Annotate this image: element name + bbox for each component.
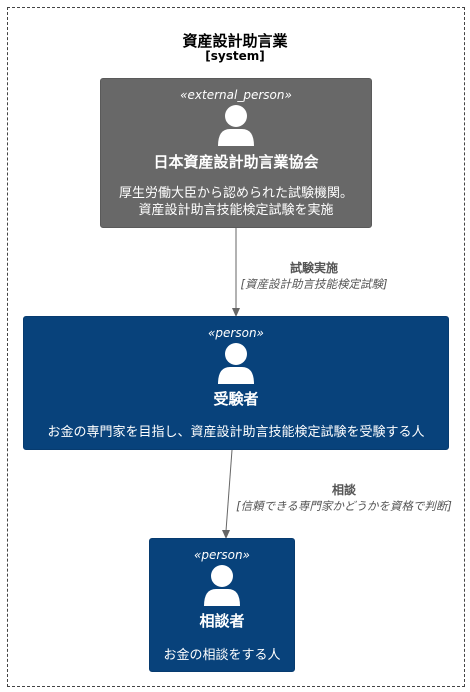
- node-stereotype: «person»: [194, 548, 250, 562]
- node-stereotype: «external_person»: [180, 88, 292, 102]
- person-icon: [204, 565, 240, 606]
- person-icon: [218, 105, 254, 146]
- node-name: 受験者: [213, 390, 259, 408]
- edge-technology: [資産設計助言技能検定試験]: [240, 277, 388, 291]
- node-stereotype: «person»: [208, 326, 264, 340]
- edge-technology: [信頼できる専門家かどうかを資格で判断]: [236, 499, 452, 513]
- node-association: «external_person» 日本資産設計助言業協会 厚生労働大臣から認め…: [100, 78, 372, 228]
- node-consultant: «person» 相談者 お金の相談をする人: [149, 538, 295, 672]
- person-icon: [218, 343, 254, 384]
- edge-label: 試験実施: [289, 261, 338, 275]
- edge-label-consult: 相談 [信頼できる専門家かどうかを資格で判断]: [228, 481, 460, 514]
- edge-label: 相談: [331, 483, 356, 497]
- node-name: 日本資産設計助言業協会: [153, 153, 319, 171]
- arrowhead-consult: [222, 530, 230, 539]
- node-description-line: お金の専門家を目指し、資産設計助言技能検定試験を受験する人: [47, 425, 425, 440]
- arrowhead-exam: [232, 308, 240, 317]
- arrow-consult: [225, 449, 233, 532]
- node-description-line: 厚生労働大臣から認められた試験機関。: [118, 186, 353, 201]
- node-examinee: «person» 受験者 お金の専門家を目指し、資産設計助言技能検定試験を受験す…: [23, 316, 449, 450]
- node-description-line: 資産設計助言技能検定試験を実施: [138, 203, 334, 218]
- boundary-type: [system]: [205, 49, 265, 63]
- node-description-line: お金の相談をする人: [163, 648, 281, 663]
- system-boundary: [7, 7, 465, 687]
- edge-label-exam: 試験実施 [資産設計助言技能検定試験]: [214, 259, 414, 292]
- boundary-title: 資産設計助言業: [182, 32, 288, 50]
- node-name: 相談者: [199, 612, 245, 630]
